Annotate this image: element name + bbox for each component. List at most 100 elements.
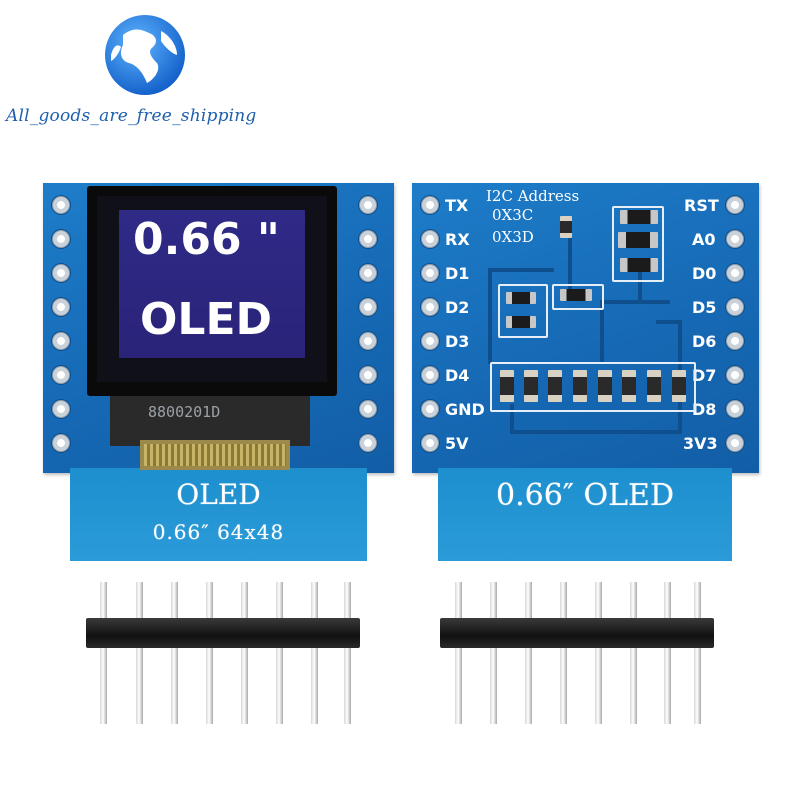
- trace: [638, 260, 642, 304]
- i2c-address-2: 0X3D: [492, 228, 534, 246]
- globe-icon: [105, 15, 185, 95]
- header-pin: [241, 582, 248, 724]
- capacitor: [622, 370, 636, 402]
- header-pin: [311, 582, 318, 724]
- i2c-address-1: 0X3C: [492, 206, 534, 224]
- oled-screen: [119, 210, 305, 358]
- left-board-tab: [70, 468, 367, 561]
- pad: [421, 264, 439, 282]
- pad: [421, 332, 439, 350]
- pin-label-d4: D4: [445, 366, 470, 385]
- pin-label-d7: D7: [692, 366, 717, 385]
- pad: [52, 230, 70, 248]
- pad: [359, 196, 377, 214]
- pad: [726, 264, 744, 282]
- pad: [421, 298, 439, 316]
- pad: [359, 434, 377, 452]
- pin-label-3v3: 3V3: [683, 434, 718, 453]
- pad: [726, 298, 744, 316]
- resistor: [647, 370, 661, 402]
- capacitor: [573, 370, 587, 402]
- header-pin: [344, 582, 351, 724]
- resistor: [620, 258, 658, 272]
- header-pin: [490, 582, 497, 724]
- header-pin: [455, 582, 462, 724]
- trace: [510, 430, 680, 434]
- trace: [568, 230, 572, 290]
- trace: [656, 320, 682, 324]
- component-outline: [498, 284, 548, 338]
- pad: [359, 400, 377, 418]
- transistor: [618, 232, 658, 248]
- pad: [726, 196, 744, 214]
- pad: [52, 400, 70, 418]
- header-pin: [206, 582, 213, 724]
- pad: [726, 366, 744, 384]
- part-number: 8800201D: [148, 403, 221, 421]
- component-outline: [490, 362, 696, 412]
- pad: [52, 196, 70, 214]
- pin-label-rx: RX: [445, 230, 470, 249]
- flex-cable: [110, 396, 310, 446]
- pad: [726, 434, 744, 452]
- screen-size-text: 0.66 ": [133, 214, 280, 265]
- trace: [600, 300, 670, 304]
- header-pin: [595, 582, 602, 724]
- pin-label-d2: D2: [445, 298, 470, 317]
- pin-label-d3: D3: [445, 332, 470, 351]
- trace: [488, 268, 492, 364]
- right-board: [412, 183, 759, 473]
- address-jumper: [560, 216, 572, 238]
- header-pin: [560, 582, 567, 724]
- header-pin: [171, 582, 178, 724]
- left-tab-size: 0.66″ 64x48: [152, 520, 285, 544]
- header-pin: [525, 582, 532, 724]
- pad: [359, 332, 377, 350]
- capacitor: [598, 370, 612, 402]
- pad: [52, 298, 70, 316]
- right-board-tab: [438, 468, 732, 561]
- resistor: [620, 210, 658, 224]
- capacitor: [506, 292, 536, 304]
- pad: [421, 230, 439, 248]
- pad: [726, 400, 744, 418]
- capacitor: [672, 370, 686, 402]
- component-outline: [612, 206, 664, 282]
- pin-label-d8: D8: [692, 400, 717, 419]
- pad: [52, 332, 70, 350]
- i2c-address-title: I2C Address: [486, 187, 580, 205]
- pin-label-d0: D0: [692, 264, 717, 283]
- header-pin: [694, 582, 701, 724]
- header-pin: [630, 582, 637, 724]
- capacitor: [506, 316, 536, 328]
- pad: [52, 264, 70, 282]
- pin-label-rst: RST: [684, 196, 719, 215]
- pad: [421, 196, 439, 214]
- header-pin: [664, 582, 671, 724]
- pin-label-d5: D5: [692, 298, 717, 317]
- pin-label-tx: TX: [445, 196, 469, 215]
- trace: [488, 268, 554, 272]
- pad: [52, 366, 70, 384]
- resistor: [524, 370, 538, 402]
- pad: [421, 434, 439, 452]
- pad: [421, 400, 439, 418]
- pad: [726, 230, 744, 248]
- pin-label-d1: D1: [445, 264, 470, 283]
- pin-label-gnd: GND: [445, 400, 485, 419]
- header-pin: [100, 582, 107, 724]
- pad: [359, 264, 377, 282]
- trace: [600, 300, 604, 364]
- pad: [359, 366, 377, 384]
- pad: [359, 230, 377, 248]
- resistor: [548, 370, 562, 402]
- pin-label-5v: 5V: [445, 434, 469, 453]
- resistor: [560, 289, 592, 301]
- pad: [421, 366, 439, 384]
- flex-connector-traces: [144, 444, 286, 466]
- shop-name: All_goods_are_free_shipping: [6, 106, 257, 126]
- pin-label-a0: A0: [692, 230, 716, 249]
- header-plastic: [86, 618, 360, 648]
- pad: [726, 332, 744, 350]
- header-pin: [136, 582, 143, 724]
